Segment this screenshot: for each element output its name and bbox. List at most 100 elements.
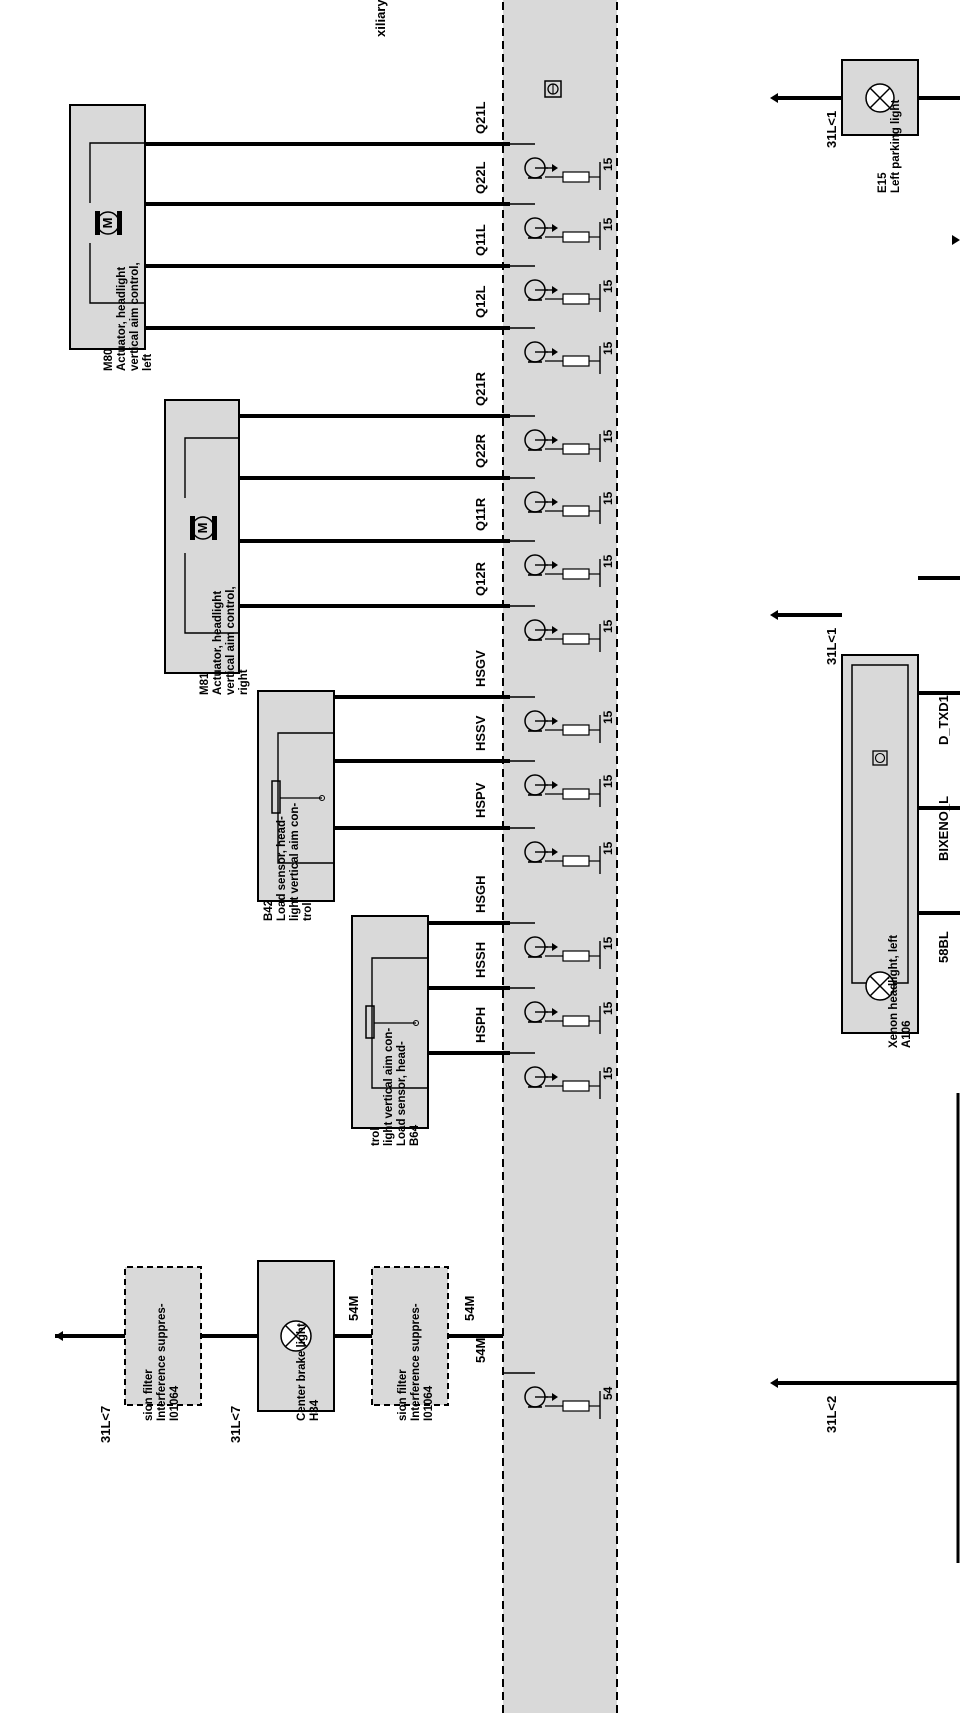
fuse-number-label: 15	[601, 1066, 615, 1080]
m81-desc-1: Actuator, headlight	[212, 591, 224, 695]
a106-control-icon	[872, 750, 888, 766]
output-stage-hsgh: HSGH 15	[428, 875, 615, 969]
m80-desc-2: vertical aim control,	[129, 262, 141, 371]
fuse-number-label: 15	[601, 491, 615, 505]
m80-desc-1: Actuator, headlight	[116, 267, 128, 371]
b42-desc-1: Load sensor, head-	[276, 816, 288, 921]
fuse-number-label: 15	[601, 1001, 615, 1015]
output-stages: Q21L15Q22L15Q11L15Q12L15Q21R15Q22R15Q11R…	[145, 101, 615, 1419]
interference-filter-lower: I01064 Interference suppres- sion filter	[124, 1266, 202, 1421]
i01064-lower-id: I01064	[169, 1385, 181, 1421]
load-sensor-b64: B64 Load sensor, head- light vertical ai…	[351, 915, 429, 1146]
output-pin-label: HSGV	[473, 650, 488, 687]
b42-id: B42	[263, 900, 275, 921]
interference-filter-upper: I01064 Interference suppres- sion filter	[371, 1266, 449, 1421]
output-stage-54m: 54M 54	[473, 1338, 615, 1419]
output-pin-label: HSSH	[473, 942, 488, 978]
header-fragment-text: xiliary	[373, 0, 388, 37]
output-pin-label: Q11R	[473, 497, 488, 531]
i01064-upper-id: I01064	[423, 1385, 435, 1421]
b42-desc-3: trol	[302, 902, 314, 921]
output-stage-hsph: HSPH 15	[428, 1007, 615, 1099]
a106-pin-bixeno: BIXENO_L	[936, 796, 951, 861]
m81-id: M81	[199, 672, 211, 695]
fuse-number-label: 15	[601, 341, 615, 355]
a106-pin-58bl: 58BL	[936, 931, 951, 963]
b64-desc-3: trol	[370, 1127, 382, 1146]
fuse-number-label: 15	[601, 554, 615, 568]
svg-text:M: M	[195, 523, 210, 534]
fuse-number-label: 15	[601, 841, 615, 855]
fuse-number-label: 15	[601, 710, 615, 724]
fuse-number-label: 15	[601, 936, 615, 950]
fuse-number-label: 15	[601, 429, 615, 443]
fuse-number-label: 15	[601, 619, 615, 633]
output-pin-label: Q21L	[473, 101, 488, 134]
m81-desc-2: vertical aim control,	[225, 586, 237, 695]
e15-id: E15	[877, 172, 889, 193]
fuse-number-label: 15	[601, 157, 615, 171]
output-pin-label: HSGH	[473, 875, 488, 913]
i01064-upper-desc-2: sion filter	[397, 1369, 409, 1421]
output-pin-label: 54M	[473, 1338, 488, 1363]
output-stage-q22r: Q22R 15	[239, 433, 615, 524]
h34-desc-1: Center brake light	[296, 1323, 308, 1421]
a106-desc-1: Xenon headlight, left	[888, 935, 900, 1048]
b64-desc-1: Load sensor, head-	[396, 1041, 408, 1146]
wire-label-31l7-end: 31L<7	[98, 1406, 113, 1443]
b42-desc-2: light vertical aim con-	[289, 803, 301, 921]
ground-31l2-label: 31L<2	[824, 1396, 839, 1433]
output-pin-label: Q12L	[473, 285, 488, 318]
output-stage-q11r: Q11R 15	[239, 497, 615, 587]
e15-desc-1: Left parking light	[890, 100, 902, 193]
output-stage-hspv: HSPV 15	[334, 782, 615, 874]
i01064-upper-desc-1: Interference suppres-	[410, 1303, 422, 1421]
i01064-lower-desc-1: Interference suppres-	[156, 1303, 168, 1421]
center-brake-light-h34: H34 Center brake light	[257, 1260, 335, 1421]
fuse-number-label: 15	[601, 774, 615, 788]
wire-label-54m-h34: 54M	[346, 1296, 361, 1321]
a106-ground-label: 31L<1	[824, 628, 839, 665]
a106-id: A106	[901, 1021, 913, 1049]
fuse-number-label: 54	[601, 1386, 615, 1400]
output-pin-label: HSSV	[473, 715, 488, 751]
load-sensor-b42: B42 Load sensor, head- light vertical ai…	[257, 690, 335, 921]
svg-text:M: M	[100, 218, 115, 229]
output-stage-hssv: HSSV 15	[334, 715, 615, 807]
output-stage-q12l: Q12L 15	[145, 285, 615, 374]
a106-pin-dtxd1: D_TXD1	[936, 695, 951, 745]
xenon-headlight-a106: 31L<1 D_TXD1 BIXENO_L 58BL A106 Xenon he…	[770, 576, 960, 1049]
output-stage-q21r: Q21R 15	[239, 371, 615, 462]
m80-id: M80	[103, 349, 115, 371]
output-pin-label: Q12R	[473, 561, 488, 596]
ground-31l2: 31L<2	[770, 1093, 960, 1563]
output-stage-hsgv: HSGV 15	[334, 650, 615, 743]
actuator-m81: M M81 Actuator, headlight vertical aim c…	[164, 399, 250, 695]
e15-ground-label: 31L<1	[824, 111, 839, 148]
output-pin-label: Q11L	[473, 224, 488, 256]
fuse-number-label: 15	[601, 217, 615, 231]
output-pin-label: Q22L	[473, 161, 488, 194]
output-pin-label: Q21R	[473, 371, 488, 406]
actuator-m80: M M80 Actuator, headlight vertical aim c…	[69, 104, 154, 371]
output-stage-q21l: Q21L 15	[145, 101, 615, 190]
b64-desc-2: light vertical aim con-	[383, 1028, 395, 1146]
m81-desc-3: right	[238, 669, 250, 695]
left-parking-light-e15: 31L<1 E15 Left parking light	[770, 59, 960, 193]
control-unit-icon	[544, 80, 562, 98]
fuse-number-label: 15	[601, 279, 615, 293]
i01064-lower-desc-2: sion filter	[143, 1369, 155, 1421]
output-stage-q22l: Q22L 15	[145, 161, 615, 250]
output-pin-label: HSPV	[473, 782, 488, 818]
b64-id: B64	[409, 1124, 421, 1146]
m80-desc-3: left	[142, 354, 154, 371]
control-module-band	[503, 0, 617, 1713]
output-pin-label: HSPH	[473, 1007, 488, 1043]
output-stage-q11l: Q11L 15	[145, 224, 615, 312]
output-stage-q12r: Q12R 15	[239, 561, 615, 652]
h34-id: H34	[309, 1399, 321, 1421]
wire-label-54m-top: 54M	[462, 1296, 477, 1321]
output-pin-label: Q22R	[473, 433, 488, 468]
output-stage-hssh: HSSH 15	[428, 942, 615, 1034]
